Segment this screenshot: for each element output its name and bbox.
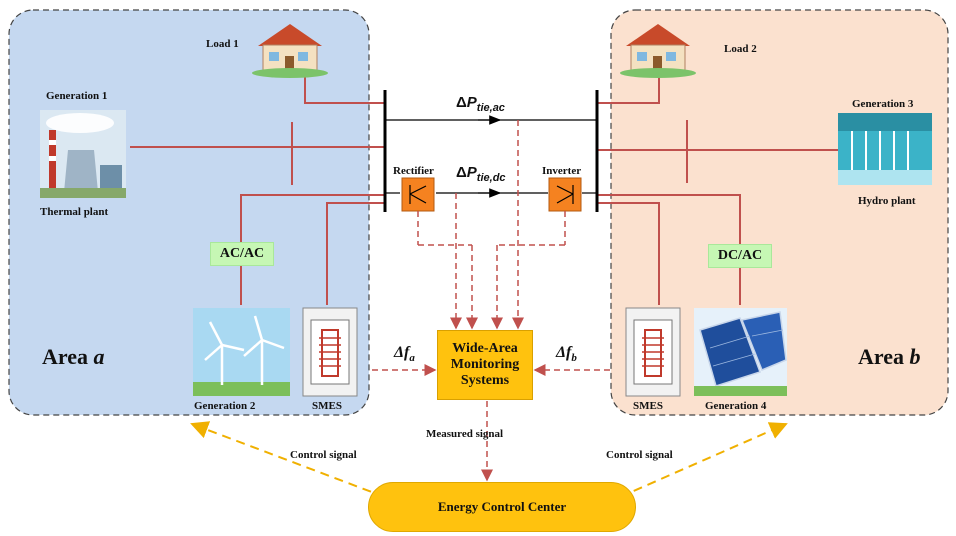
dcac-converter: DC/AC — [708, 244, 772, 268]
rectifier-label: Rectifier — [393, 165, 434, 177]
area-b-power-lines — [597, 75, 838, 305]
delta-f-a-label: Δfa — [394, 344, 415, 365]
gen4-label: Generation 4 — [705, 400, 767, 412]
gen2-label: Generation 2 — [194, 400, 256, 412]
smes-b-icon — [625, 307, 681, 397]
solar-panel-icon — [694, 308, 787, 396]
smes-b-label: SMES — [633, 400, 663, 412]
load2-house-icon — [620, 24, 696, 78]
hydro-plant-icon — [838, 113, 932, 185]
control-signal-right-label: Control signal — [606, 449, 673, 461]
delta-f-b-label: Δfb — [556, 344, 577, 365]
smes-a-label: SMES — [312, 400, 342, 412]
rectifier-icon — [401, 177, 435, 212]
ptie-dc-label: ΔPtie,dc — [456, 164, 506, 184]
wind-turbine-icon — [193, 308, 290, 396]
ptie-ac-label: ΔPtie,ac — [456, 94, 505, 114]
thermal-plant-icon — [40, 110, 126, 198]
measured-signal-label: Measured signal — [426, 428, 504, 440]
area-a-title: Area a — [42, 344, 105, 369]
inverter-icon — [548, 177, 582, 212]
control-signal-left-label: Control signal — [290, 449, 357, 461]
load2-label: Load 2 — [724, 43, 757, 55]
inverter-label: Inverter — [542, 165, 582, 177]
wams-line2: Monitoring — [450, 357, 520, 372]
hydro-plant-label: Hydro plant — [858, 195, 916, 207]
energy-control-center: Energy Control Center — [368, 482, 636, 532]
wams-box: Wide-Area Monitoring Systems — [437, 330, 533, 400]
gen3-label: Generation 3 — [852, 98, 914, 110]
wams-line3: Systems — [460, 373, 510, 388]
load1-label: Load 1 — [206, 38, 239, 50]
wams-line1: Wide-Area — [452, 341, 518, 356]
smes-a-icon — [302, 307, 358, 397]
load1-house-icon — [252, 24, 328, 78]
acac-converter: AC/AC — [210, 242, 274, 266]
area-b-title: Area b — [858, 344, 921, 369]
gen1-label: Generation 1 — [46, 90, 108, 102]
thermal-plant-label: Thermal plant — [40, 206, 109, 218]
area-a-power-lines — [130, 75, 385, 305]
